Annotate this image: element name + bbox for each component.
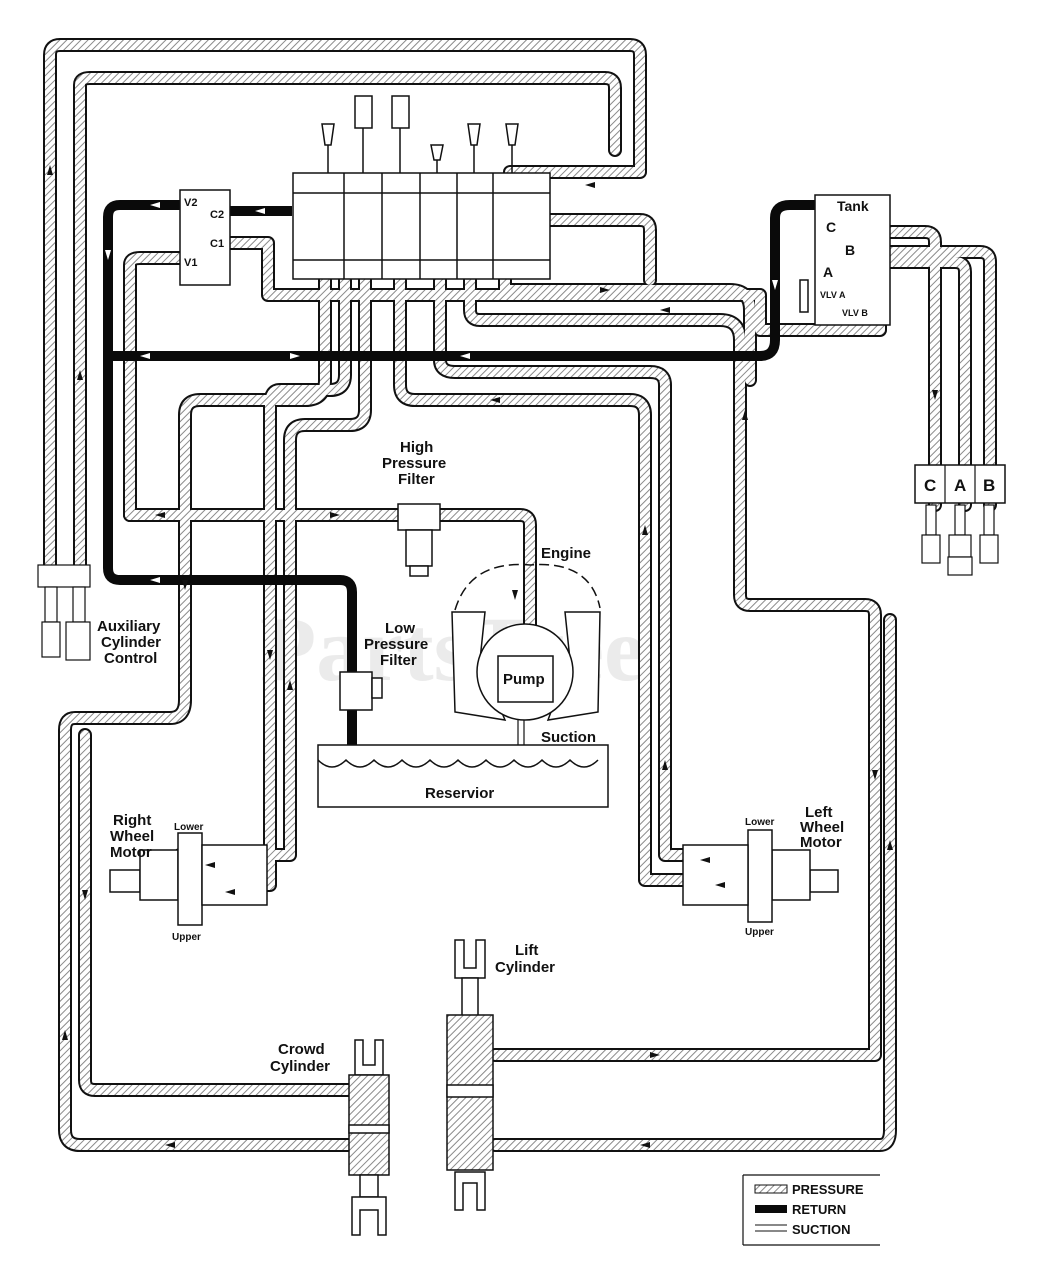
legend-swatch-return — [755, 1205, 787, 1213]
label-v2: V2 — [184, 197, 197, 209]
label-left-wheel-motor-3: Motor — [800, 834, 842, 851]
return-line-v2 — [103, 200, 357, 680]
label-c: C — [826, 219, 836, 235]
crowd-cylinder — [348, 1039, 390, 1236]
label-c2: C2 — [210, 209, 224, 221]
label-c1: C1 — [210, 238, 224, 250]
high-pressure-filter — [397, 503, 441, 577]
legend-label-return: RETURN — [792, 1202, 846, 1217]
port-label-a: A — [954, 476, 966, 495]
label-v1: V1 — [184, 257, 197, 269]
label-vlv-a: VLV A — [820, 290, 846, 300]
left-wheel-motor — [682, 829, 839, 923]
engine — [451, 563, 601, 721]
label-low-pressure-filter-2: Pressure — [364, 636, 428, 653]
pressure-line-tank-c — [541, 213, 657, 287]
label-tank: Tank — [837, 198, 869, 214]
label-lift-cylinder-2: Cylinder — [495, 959, 555, 976]
label-right-upper: Upper — [172, 932, 201, 943]
label-auxiliary-cylinder-control-2: Cylinder — [101, 634, 161, 651]
auxiliary-valve: V2 C2 C1 V1 — [179, 189, 231, 286]
flow-arrows — [47, 165, 938, 1148]
auxiliary-couplers — [37, 564, 91, 661]
label-suction: Suction — [541, 729, 596, 746]
label-high-pressure-filter-1: High — [400, 439, 433, 456]
label-crowd-cylinder-2: Cylinder — [270, 1058, 330, 1075]
lift-cylinder — [446, 939, 494, 1211]
pressure-line-crowd — [78, 728, 357, 1097]
legend-swatch-pressure — [754, 1184, 788, 1194]
valve-levers — [321, 95, 519, 173]
label-low-pressure-filter-3: Filter — [380, 652, 417, 669]
label-engine: Engine — [541, 545, 591, 562]
label-left-upper: Upper — [745, 927, 774, 938]
label-lift-cylinder-1: Lift — [515, 942, 538, 959]
label-low-pressure-filter-1: Low — [385, 620, 415, 637]
label-left-lower: Lower — [745, 817, 775, 828]
label-high-pressure-filter-3: Filter — [398, 471, 435, 488]
label-right-lower: Lower — [174, 822, 204, 833]
legend: PRESSURE RETURN SUCTION — [742, 1174, 880, 1246]
port-label-c: C — [924, 476, 936, 495]
quick-couplers — [921, 504, 999, 576]
legend-label-pressure: PRESSURE — [792, 1182, 864, 1197]
pressure-line-v1 — [123, 251, 187, 522]
tank-valve-block: Tank C B A VLV A VLV B — [799, 194, 891, 326]
port-block: C A B — [914, 464, 1006, 576]
control-valve-bank — [292, 95, 551, 280]
label-right-wheel-motor-2: Wheel — [110, 828, 154, 845]
label-vlv-b: VLV B — [842, 308, 868, 318]
legend-label-suction: SUCTION — [792, 1222, 851, 1237]
label-right-wheel-motor-3: Motor — [110, 844, 152, 861]
reservoir — [317, 744, 609, 808]
return-arrows — [105, 202, 778, 583]
label-right-wheel-motor-1: Right — [113, 812, 151, 829]
pressure-lines — [43, 38, 997, 1152]
port-label-b: B — [983, 476, 995, 495]
label-high-pressure-filter-2: Pressure — [382, 455, 446, 472]
return-line-main — [110, 200, 833, 361]
label-reservior: Reservior — [425, 785, 494, 802]
label-b: B — [845, 242, 855, 258]
label-a: A — [823, 264, 833, 280]
label-left-wheel-motor-1: Left — [805, 804, 833, 821]
right-wheel-motor — [109, 832, 268, 926]
legend-swatch-suction — [755, 1224, 787, 1232]
label-auxiliary-cylinder-control-3: Control — [104, 650, 157, 667]
label-crowd-cylinder-1: Crowd — [278, 1041, 325, 1058]
label-auxiliary-cylinder-control-1: Auxiliary — [97, 618, 161, 635]
label-pump: Pump — [503, 671, 545, 688]
label-left-wheel-motor-2: Wheel — [800, 819, 844, 836]
low-pressure-filter — [339, 671, 383, 711]
